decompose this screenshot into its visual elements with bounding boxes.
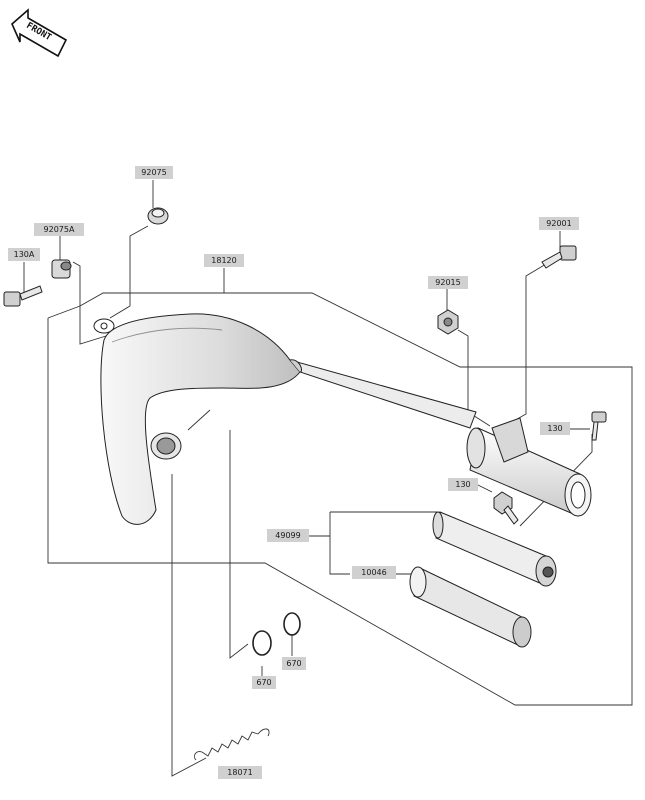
- bolt-130-lower: [493, 491, 519, 525]
- part-callouts: 92075 92075A 130A 18120 92001 92015 130: [8, 166, 579, 779]
- insert-cap-hole-icon: [542, 566, 554, 578]
- callout-92075a[interactable]: 92075A: [34, 223, 84, 236]
- silencer-bracket: [491, 417, 529, 463]
- leader-92001: [497, 263, 547, 431]
- spring-hook-right: [257, 728, 270, 737]
- silencer-inlet: [466, 427, 486, 469]
- callout-49099-box: [267, 529, 309, 542]
- callout-670-left[interactable]: 670: [252, 676, 276, 689]
- bolt-130a-shank: [19, 285, 43, 301]
- front-arrow-icon: [11, 8, 68, 58]
- packing-body: [413, 567, 525, 647]
- spring-18071: [193, 728, 270, 761]
- outline-join-line: [47, 305, 81, 319]
- callout-130a-text: 130A: [14, 250, 35, 259]
- bolt-130a-head: [3, 291, 21, 307]
- expansion-chamber: [100, 313, 301, 525]
- callout-92075[interactable]: 92075: [135, 166, 173, 179]
- insert-tube: [435, 511, 547, 585]
- pipe-joint: [289, 359, 303, 373]
- callout-670-right-box: [282, 657, 306, 670]
- callout-18071-box: [218, 766, 262, 779]
- bolt-130-lower-shank: [503, 505, 519, 525]
- mount-hole-icon: [100, 322, 108, 330]
- grommet-top: [151, 208, 165, 218]
- assembly-outline-line: [47, 292, 633, 706]
- callout-92001-text: 92001: [546, 219, 571, 228]
- silencer-insert-49099: [432, 511, 557, 587]
- hardware: [3, 207, 607, 761]
- callout-92075a-text: 92075A: [44, 225, 75, 234]
- bolt-130a: [3, 285, 43, 307]
- exhaust-pipe-18120: [93, 313, 477, 525]
- callout-92075a-box: [34, 223, 84, 236]
- leader-92075a: [72, 261, 107, 345]
- leader-18071: [171, 474, 207, 777]
- callout-92075-text: 92075: [141, 168, 166, 177]
- callout-130-lower-box: [448, 478, 478, 491]
- gasket-670-left: [252, 630, 272, 656]
- spring-coil: [201, 731, 259, 757]
- callout-10046-box: [352, 566, 396, 579]
- callout-92015-box: [428, 276, 468, 289]
- callout-130-lower[interactable]: 130: [448, 478, 478, 491]
- callout-130-upper-box: [540, 422, 570, 435]
- callout-18071-text: 18071: [227, 768, 252, 777]
- tail-pipe: [288, 359, 477, 429]
- callout-92015-text: 92015: [435, 278, 460, 287]
- callout-670-right[interactable]: 670: [282, 657, 306, 670]
- callout-670-right-text: 670: [286, 659, 301, 668]
- chamber-highlight: [111, 327, 223, 343]
- callout-10046-text: 10046: [361, 568, 386, 577]
- callout-92001[interactable]: 92001: [539, 217, 579, 230]
- bolt-130-upper-shank: [591, 421, 599, 441]
- gasket-670-right: [283, 612, 301, 636]
- bracket-49099-10046: [329, 512, 350, 575]
- callout-130-lower-text: 130: [455, 480, 470, 489]
- bolt-130-upper-head: [591, 411, 607, 423]
- collar-hole: [60, 261, 72, 271]
- callout-92015[interactable]: 92015: [428, 276, 468, 289]
- packing-end: [409, 566, 427, 598]
- callout-49099[interactable]: 49099: [267, 529, 309, 542]
- leader-670-left: [229, 430, 249, 659]
- callout-18120-box: [204, 254, 244, 267]
- insert-end: [432, 511, 444, 539]
- packing-end-right: [512, 616, 532, 648]
- callout-130a[interactable]: 130A: [8, 248, 40, 261]
- callout-670-left-box: [252, 676, 276, 689]
- leader-gasket-top: [187, 409, 211, 431]
- bolt-92001: [541, 245, 577, 269]
- leader-92075: [109, 225, 149, 319]
- callout-49099-text: 49099: [275, 531, 300, 540]
- callout-18071[interactable]: 18071: [218, 766, 262, 779]
- spring-hook-left: [193, 751, 203, 761]
- bolt-92001-shank: [541, 251, 563, 269]
- callout-92001-box: [539, 217, 579, 230]
- callout-670-left-text: 670: [256, 678, 271, 687]
- callout-92075-box: [135, 166, 173, 179]
- silencer-packing-10046: [409, 566, 532, 648]
- callout-130-upper[interactable]: 130: [540, 422, 570, 435]
- callout-18120[interactable]: 18120: [204, 254, 244, 267]
- callout-130a-box: [8, 248, 40, 261]
- exhaust-port: [156, 437, 176, 455]
- silencer-outlet-hole: [570, 481, 586, 509]
- leader-130-lower: [477, 484, 493, 493]
- callout-10046[interactable]: 10046: [352, 566, 396, 579]
- nut-hole-icon: [443, 317, 453, 327]
- front-arrow-marker: FRONT: [11, 8, 68, 58]
- leader-92015: [457, 329, 491, 427]
- silencer: [466, 417, 592, 517]
- callout-18120-text: 18120: [211, 256, 236, 265]
- callout-130-upper-text: 130: [547, 424, 562, 433]
- bolt-130-upper: [591, 411, 607, 441]
